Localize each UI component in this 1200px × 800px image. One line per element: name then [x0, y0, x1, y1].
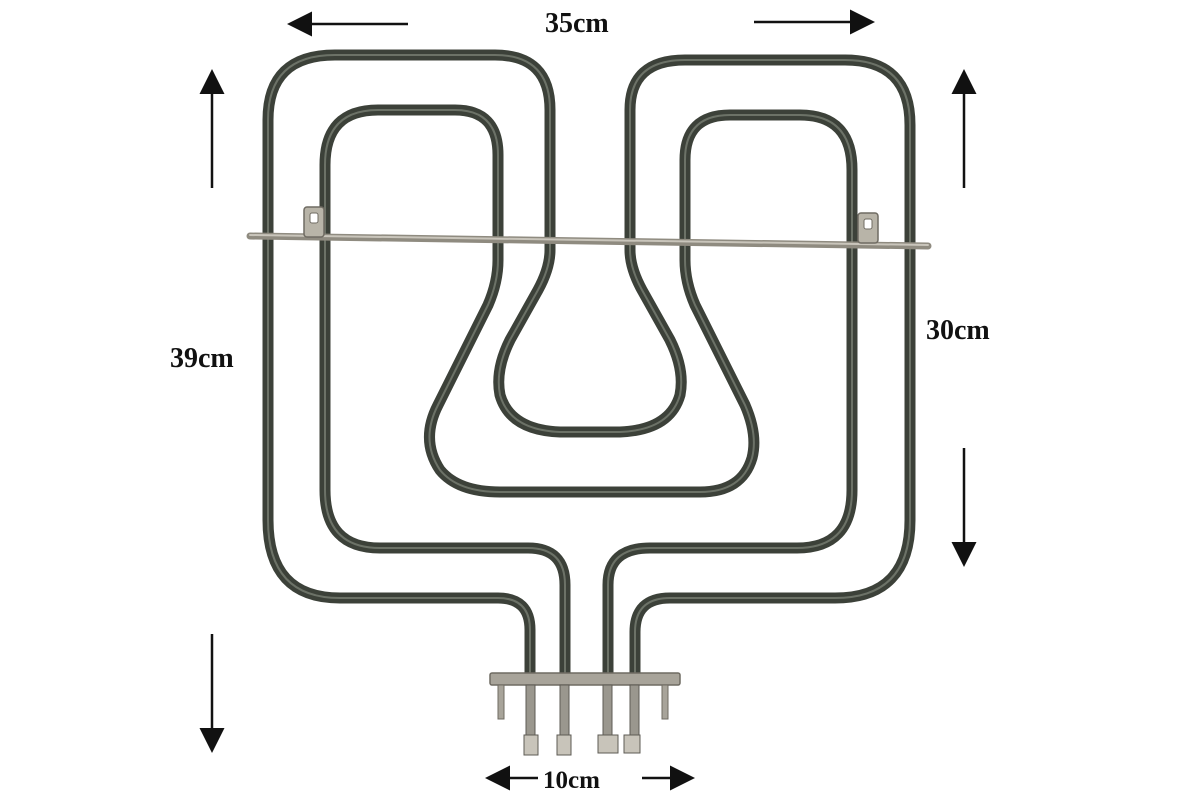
- terminal-bracket: [489, 672, 681, 756]
- left-height-dimension-label: 39cm: [170, 343, 234, 374]
- width-dimension-label: 35cm: [545, 8, 609, 39]
- outer-left-loop: [262, 49, 916, 686]
- support-bar: [246, 206, 932, 250]
- terminal-spacing-label: 10cm: [543, 767, 600, 794]
- terminal-pins: [523, 684, 641, 756]
- inner-loop: [319, 104, 858, 686]
- dimension-arrows: [199, 9, 977, 791]
- right-height-dimension-label: 30cm: [926, 315, 990, 346]
